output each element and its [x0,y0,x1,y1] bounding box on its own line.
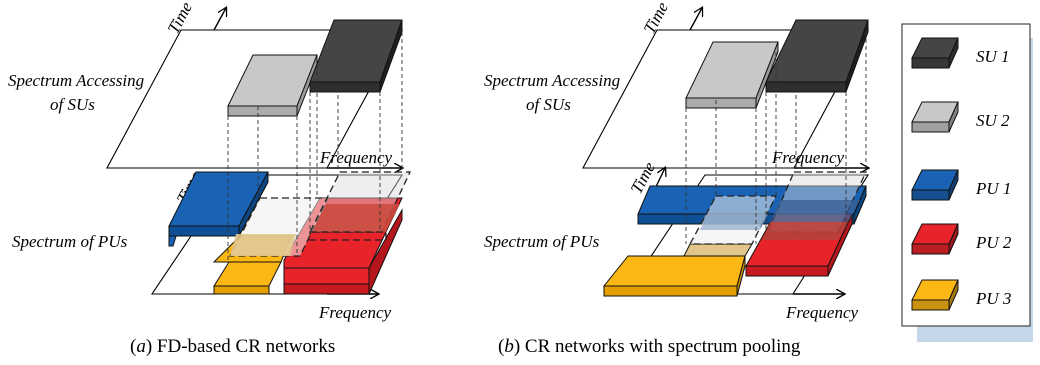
legend-item: SU 2 [911,101,1010,133]
legend-label: PU 1 [975,179,1011,198]
su1-block [309,19,403,93]
caption-a: (a) FD-based CR networks [130,336,335,357]
caption-b-letter: b [504,336,514,357]
su-label-line1: Spectrum Accessing [8,71,144,90]
caption-b: (b) CR networks with spectrum pooling [498,336,801,357]
frequency-label-top: Frequency [319,148,393,167]
su1-block [765,19,869,93]
su-label-line1: Spectrum Accessing [484,71,620,90]
caption-a-text: FD-based CR networks [152,336,335,357]
caption-a-letter: a [136,336,146,357]
panel-a: Time Frequency Spectrum Accessing of SUs… [8,0,412,357]
frequency-label-top: Frequency [771,148,845,167]
legend-swatch [911,223,959,255]
su1-overlap-pu2 [762,222,848,240]
su2-block [227,54,318,117]
pu-label: Spectrum of PUs [484,232,600,251]
time-axis-top [689,8,702,31]
legend-label: PU 2 [975,233,1012,252]
legend-item: PU 1 [911,169,1011,201]
pu1-block [168,171,269,247]
caption-b-text: CR networks with spectrum pooling [520,336,801,357]
projection-guides-a [227,32,403,264]
legend-item: PU 3 [911,279,1011,311]
time-axis-top [213,8,226,31]
legend: SU 1 SU 2 PU 1 PU 2 PU 3 [901,23,1033,342]
frequency-label-bottom: Frequency [785,303,859,322]
su1-overlap-pu2 [312,204,400,232]
legend-swatch [911,101,959,133]
legend-swatch [911,37,959,69]
pu3-block [602,243,753,297]
legend-item: SU 1 [911,37,1010,69]
legend-swatch [911,279,959,311]
su2-overlap-pu3 [230,234,296,256]
projection-guides-b [685,32,867,244]
legend-label: SU 1 [976,47,1010,66]
su2-block [685,41,779,109]
su1-projection-edge [309,231,387,241]
legend-label: PU 3 [975,289,1011,308]
su-label-line2: of SUs [526,95,571,114]
legend-swatch [911,169,959,201]
pu-label: Spectrum of PUs [12,232,128,251]
su1-overlap-pu1 [770,200,860,222]
su-label-line2: of SUs [50,95,95,114]
legend-item: PU 2 [911,223,1012,255]
panel-b: Time Frequency Spectrum Accessing of SUs… [484,0,868,357]
legend-label: SU 2 [976,111,1010,130]
su2-overlap-pu1 [700,214,768,230]
frequency-label-bottom: Frequency [318,303,392,322]
